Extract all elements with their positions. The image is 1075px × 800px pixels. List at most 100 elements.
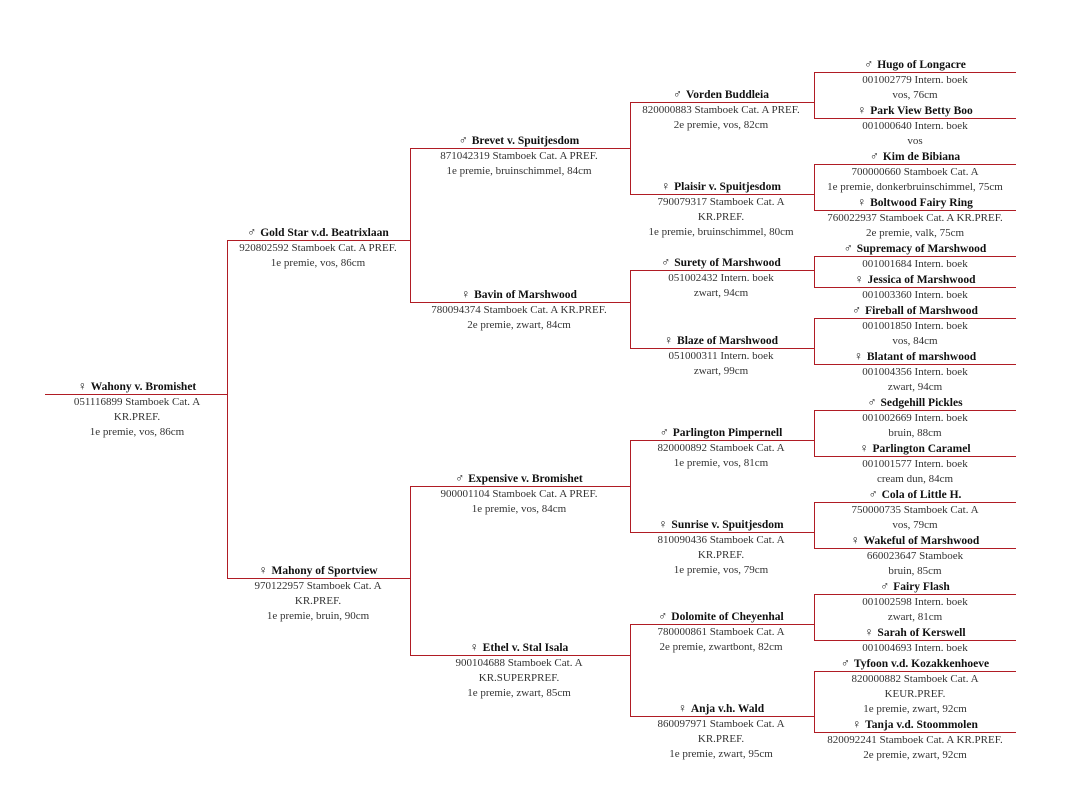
female-symbol-icon: ♀: [77, 379, 87, 393]
horse-name: ♀Wakeful of Marshwood: [814, 533, 1016, 549]
horse-name: ♀Blatant of marshwood: [814, 349, 1016, 365]
horse-name-text: Bavin of Marshwood: [474, 289, 577, 301]
horse-detail: 660023647 Stamboek: [866, 550, 964, 562]
horse-detail: 760022937 Stamboek Cat. A KR.PREF.: [827, 212, 1003, 224]
horse-name: ♂Expensive v. Bromishet: [419, 471, 619, 487]
female-symbol-icon: ♀: [677, 701, 687, 715]
female-symbol-icon: ♀: [864, 625, 874, 639]
horse-name-text: Cola of Little H.: [881, 489, 962, 501]
connector-line: [814, 594, 1016, 595]
horse-detail: 1e premie, zwart, 92cm: [863, 703, 967, 715]
male-symbol-icon: ♂: [458, 133, 468, 147]
male-symbol-icon: ♂: [867, 395, 877, 409]
female-symbol-icon: ♀: [859, 441, 869, 455]
horse-detail: 1e premie, zwart, 85cm: [467, 687, 571, 699]
connector-line: [630, 624, 814, 625]
connector-line: [410, 655, 630, 656]
horse-detail: KR.PREF.: [697, 211, 745, 223]
horse-name-text: Sedgehill Pickles: [880, 397, 963, 409]
horse-name: ♂Parlington Pimpernell: [626, 425, 816, 441]
connector-line: [814, 72, 815, 118]
connector-line: [410, 302, 630, 303]
horse-detail: bruin, 88cm: [888, 427, 942, 439]
horse-name: ♀Park View Betty Boo: [814, 103, 1016, 119]
horse-name-text: Sunrise v. Spuitjesdom: [671, 519, 784, 531]
connector-line: [814, 210, 1016, 211]
horse-name: ♂Supremacy of Marshwood: [814, 241, 1016, 257]
horse-name-text: Blaze of Marshwood: [677, 335, 778, 347]
horse-detail: 1e premie, bruin, 90cm: [266, 610, 370, 622]
horse-detail: 2e premie, zwart, 84cm: [467, 319, 571, 331]
horse-name-text: Fairy Flash: [893, 581, 950, 593]
horse-name: ♂Vorden Buddleia: [626, 87, 816, 103]
horse-name-text: Ethel v. Stal Isala: [482, 642, 569, 654]
horse-detail: vos: [907, 135, 923, 147]
horse-detail: 820092241 Stamboek Cat. A KR.PREF.: [827, 734, 1003, 746]
horse-detail: 001000640 Intern. boek: [862, 120, 968, 132]
connector-line: [227, 240, 228, 578]
horse-detail: 860097971 Stamboek Cat. A: [657, 718, 785, 730]
horse-name-text: Tyfoon v.d. Kozakkenhoeve: [853, 658, 990, 670]
horse-name: ♂Tyfoon v.d. Kozakkenhoeve: [814, 656, 1016, 672]
horse-detail: KR.SUPERPREF.: [478, 672, 560, 684]
horse-name-text: Wahony v. Bromishet: [90, 381, 197, 393]
horse-detail: KR.PREF.: [113, 411, 161, 423]
horse-detail: 1e premie, bruinschimmel, 84cm: [446, 165, 592, 177]
horse-name: ♀Parlington Caramel: [814, 441, 1016, 457]
female-symbol-icon: ♀: [857, 195, 867, 209]
connector-line: [814, 640, 1016, 641]
connector-line: [814, 502, 815, 548]
horse-name-text: Park View Betty Boo: [870, 105, 973, 117]
horse-name: ♀Mahony of Sportview: [223, 563, 413, 579]
connector-line: [814, 164, 815, 210]
male-symbol-icon: ♂: [864, 57, 874, 71]
horse-detail: 1e premie, vos, 79cm: [673, 564, 769, 576]
horse-detail: 900104688 Stamboek Cat. A: [455, 657, 583, 669]
horse-detail: 001002779 Intern. boek: [862, 74, 968, 86]
connector-line: [410, 148, 630, 149]
horse-detail: vos, 79cm: [892, 519, 938, 531]
horse-detail: 001001577 Intern. boek: [862, 458, 968, 470]
horse-name: ♂Gold Star v.d. Beatrixlaan: [223, 225, 413, 241]
connector-line: [630, 348, 814, 349]
horse-detail: 1e premie, zwart, 95cm: [669, 748, 773, 760]
horse-name: ♀Ethel v. Stal Isala: [419, 640, 619, 656]
connector-line: [814, 732, 1016, 733]
connector-line: [630, 102, 814, 103]
horse-name: ♀Sunrise v. Spuitjesdom: [626, 517, 816, 533]
horse-detail: 051002432 Intern. boek: [668, 272, 774, 284]
horse-detail: KR.PREF.: [697, 733, 745, 745]
horse-detail: cream dun, 84cm: [876, 473, 954, 485]
horse-detail: 900001104 Stamboek Cat. A PREF.: [440, 488, 598, 500]
horse-name-text: Dolomite of Cheyenhal: [671, 611, 784, 623]
horse-name: ♂Fairy Flash: [814, 579, 1016, 595]
horse-detail: 001001684 Intern. boek: [862, 258, 968, 270]
connector-line: [630, 532, 814, 533]
horse-detail: 001001850 Intern. boek: [862, 320, 968, 332]
horse-detail: 820000883 Stamboek Cat. A PREF.: [642, 104, 800, 116]
male-symbol-icon: ♂: [455, 471, 465, 485]
horse-detail: 920802592 Stamboek Cat. A PREF.: [239, 242, 397, 254]
horse-detail: zwart, 94cm: [693, 287, 749, 299]
horse-detail: 001004693 Intern. boek: [862, 642, 968, 654]
male-symbol-icon: ♂: [247, 225, 257, 239]
connector-line: [630, 194, 814, 195]
